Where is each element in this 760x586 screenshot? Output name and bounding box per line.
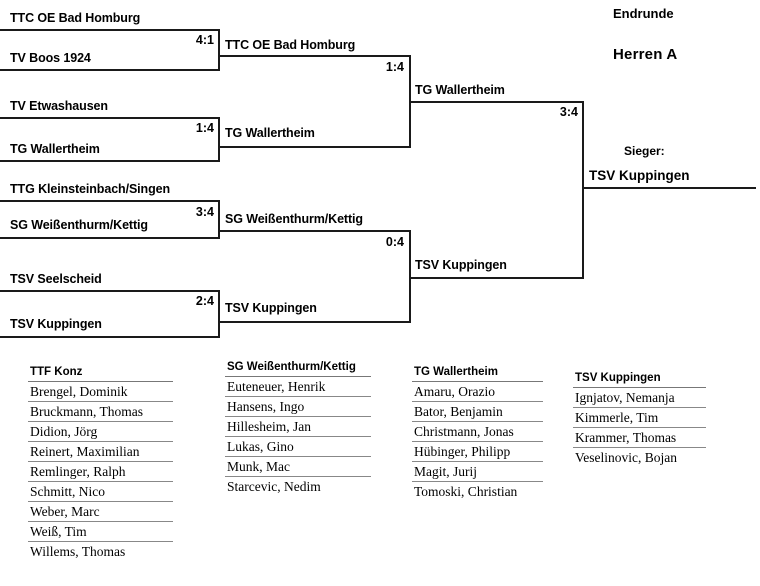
roster-player: Veselinovic, Bojan [575,450,677,465]
roster-player: Schmitt, Nico [28,482,173,502]
r1-m3-score: 3:4 [195,205,214,219]
header-title: Herren A [613,46,678,63]
r2-m1-team-bottom: TG Wallertheim [225,126,315,140]
roster-player: Hansens, Ingo [225,397,371,417]
final-team-top: TG Wallertheim [415,83,505,97]
roster-team-name: TG Wallertheim [412,366,543,382]
roster-player: Brengel, Dominik [28,382,173,402]
winner-label: Sieger: [624,144,665,158]
roster-team-name: TSV Kuppingen [573,372,706,388]
roster-player: Lukas, Gino [225,437,371,457]
r2-m2-team-bottom: TSV Kuppingen [225,301,317,315]
r1-m1-score: 4:1 [195,33,214,47]
r1-m3-connector [218,200,220,239]
r1-m1-line-top [0,29,220,31]
final-team-bottom: TSV Kuppingen [415,258,507,272]
r1-m3-team-bottom: SG Weißenthurm/Kettig [10,218,148,232]
r1-m2-team-bottom: TG Wallertheim [10,142,100,156]
r2-m1-score: 1:4 [385,60,404,74]
r1-m1-team-bottom: TV Boos 1924 [10,51,91,65]
roster-player: Willems, Thomas [30,544,126,559]
roster-player: Didion, Jörg [28,422,173,442]
roster-player: Tomoski, Christian [414,484,518,499]
roster-player: Weber, Marc [28,502,173,522]
r2-m1-line-bottom [218,146,411,148]
r1-m1-team-top: TTC OE Bad Homburg [10,11,141,25]
roster-player: Hübinger, Philipp [412,442,543,462]
winner-name: TSV Kuppingen [589,168,690,183]
roster-player: Bator, Benjamin [412,402,543,422]
header-subtitle: Endrunde [613,6,674,21]
r1-m2-score: 1:4 [195,121,214,135]
r1-m4-line-top [0,290,220,292]
r1-m3-line-bottom [0,237,220,239]
r2-m1-line-top [218,55,411,57]
r2-m2-team-top: SG Weißenthurm/Kettig [225,212,363,226]
r1-m2-line-bottom [0,160,220,162]
winner-line [582,187,756,189]
r1-m4-team-bottom: TSV Kuppingen [10,317,102,331]
r1-m2-line-top [0,117,220,119]
r1-m3-team-top: TTG Kleinsteinbach/Singen [10,182,171,196]
r2-m2-connector [409,230,411,323]
r1-m4-score: 2:4 [195,294,214,308]
roster-player: Christmann, Jonas [412,422,543,442]
final-line-top [409,101,584,103]
r1-m1-line-bottom [0,69,220,71]
r1-m4-team-top: TSV Seelscheid [10,272,102,286]
roster-player: Krammer, Thomas [573,428,706,448]
roster-player: Kimmerle, Tim [573,408,706,428]
r1-m3-line-top [0,200,220,202]
final-line-bottom [409,277,584,279]
r2-m1-team-top: TTC OE Bad Homburg [225,38,356,52]
roster-player: Euteneuer, Henrik [225,377,371,397]
r1-m2-connector [218,117,220,162]
r1-m4-line-bottom [0,336,220,338]
roster-player: Magit, Jurij [412,462,543,482]
r2-m2-line-top [218,230,411,232]
r2-m2-line-bottom [218,321,411,323]
r1-m2-team-top: TV Etwashausen [10,99,108,113]
roster-player: Weiß, Tim [28,522,173,542]
roster-player: Ignjatov, Nemanja [573,388,706,408]
roster-player: Amaru, Orazio [412,382,543,402]
roster-player: Remlinger, Ralph [28,462,173,482]
r2-m2-score: 0:4 [385,235,404,249]
roster-team-name: TTF Konz [28,366,173,382]
roster-player: Hillesheim, Jan [225,417,371,437]
final-connector [582,101,584,279]
roster-player: Reinert, Maximilian [28,442,173,462]
roster-player: Bruckmann, Thomas [28,402,173,422]
r1-m1-connector [218,29,220,71]
roster-player: Munk, Mac [225,457,371,477]
final-score: 3:4 [559,105,578,119]
roster-team-name: SG Weißenthurm/Kettig [225,361,371,377]
r1-m4-connector [218,290,220,338]
roster-player: Starcevic, Nedim [227,479,321,494]
